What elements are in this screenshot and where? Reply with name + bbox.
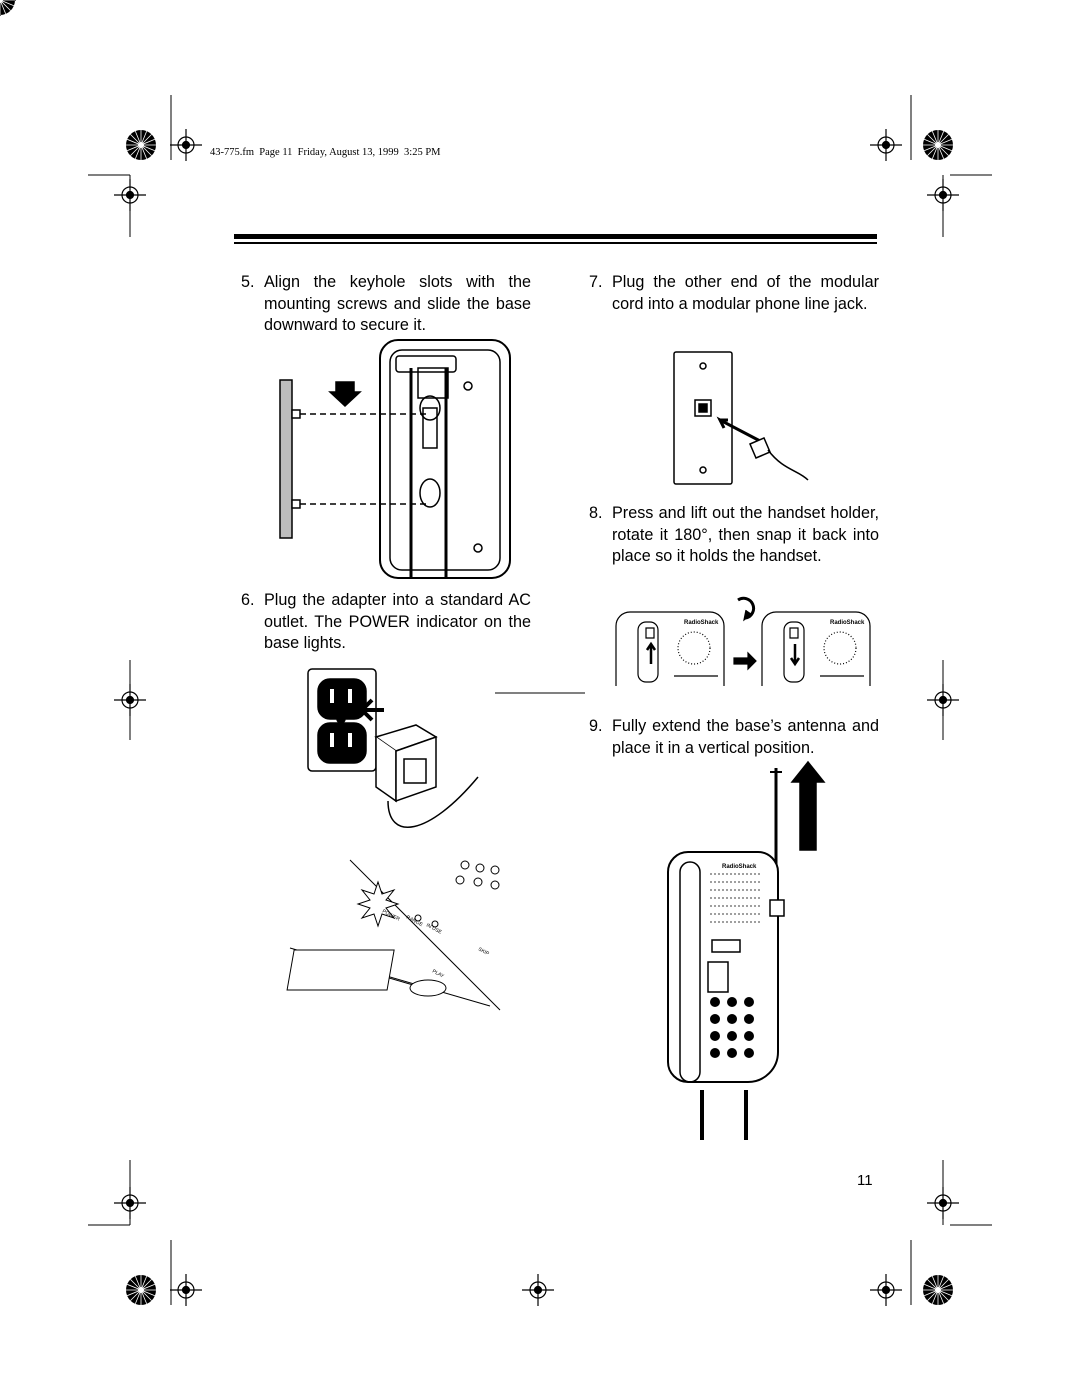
label-range: RANGE xyxy=(405,914,424,928)
brand-logo-right: RadioShack xyxy=(830,620,865,626)
step-text: Plug the other end of the modular cord i… xyxy=(612,273,879,313)
label-skip: SKIP xyxy=(477,946,490,957)
label-in-use: IN USE xyxy=(425,922,443,935)
step-number: 6. xyxy=(241,591,255,609)
step-text: Plug the adapter into a standard AC outl… xyxy=(264,591,531,653)
label-power: POWER xyxy=(381,908,401,922)
step-text: Press and lift out the handset holder, r… xyxy=(612,504,879,566)
step-6: 6. Plug the adapter into a standard AC o… xyxy=(241,590,531,655)
file-stamp: 43-775.fm Page 11 Friday, August 13, 199… xyxy=(210,147,441,158)
antenna-base-illustration: RadioShack xyxy=(667,760,826,1140)
top-rule-thick xyxy=(234,234,877,239)
ac-adapter-illustration xyxy=(307,668,479,828)
step-9: 9. Fully extend the base’s antenna and p… xyxy=(589,716,879,759)
top-rule-thin xyxy=(234,242,877,244)
step-text: Align the keyhole slots with the mountin… xyxy=(264,273,531,335)
power-indicator-illustration: POWER RANGE IN USE SKIP PLAY xyxy=(286,859,501,1011)
wall-mount-illustration xyxy=(279,339,511,579)
label-play: PLAY xyxy=(431,968,445,979)
step-number: 7. xyxy=(589,273,603,291)
step-number: 8. xyxy=(589,504,603,522)
brand-logo-base: RadioShack xyxy=(722,864,757,870)
brand-logo-left: RadioShack xyxy=(684,620,719,626)
step-5: 5. Align the keyhole slots with the moun… xyxy=(241,272,531,337)
step-text: Fully extend the base’s antenna and plac… xyxy=(612,717,879,757)
step-number: 9. xyxy=(589,717,603,735)
step-7: 7. Plug the other end of the modular cor… xyxy=(589,272,879,315)
wall-jack-illustration xyxy=(673,351,809,485)
step-8: 8. Press and lift out the handset holder… xyxy=(589,503,879,568)
step-number: 5. xyxy=(241,273,255,291)
handset-holder-illustration: RadioShack RadioShack xyxy=(615,596,871,686)
page-number: 11 xyxy=(857,1172,873,1189)
